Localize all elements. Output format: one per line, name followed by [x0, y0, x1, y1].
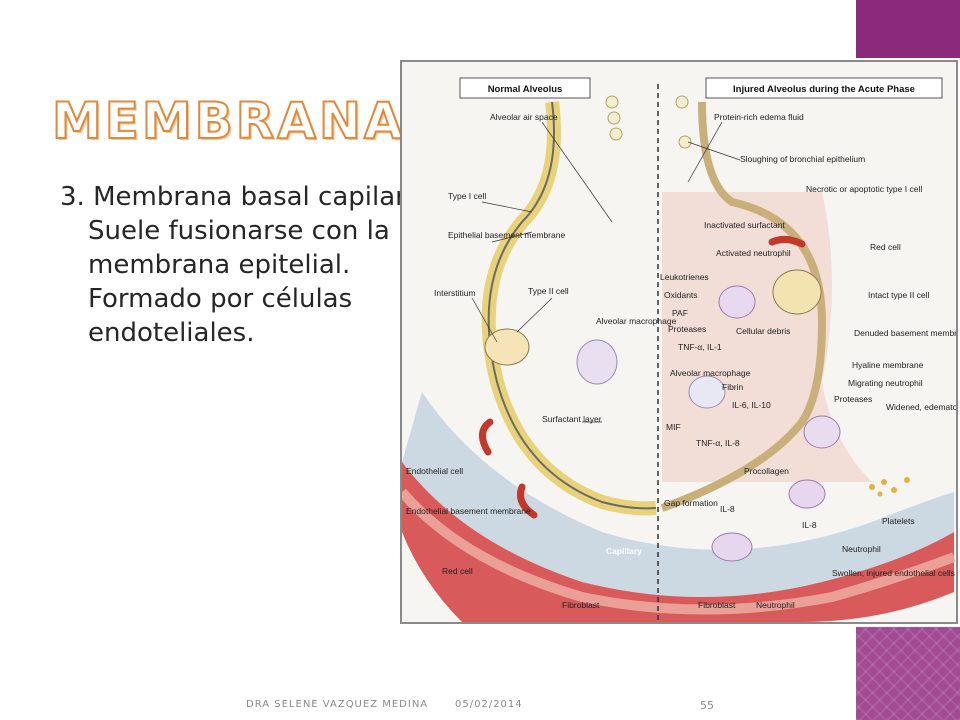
label-mif: MIF [666, 422, 681, 432]
label-leukotrienes: Leukotrienes [660, 272, 709, 282]
corner-decoration-bottom [856, 627, 960, 720]
footer-author: DRA SELENE VAZQUEZ MEDINA [246, 699, 429, 710]
label-endothelial-cell: Endothelial cell [406, 466, 463, 476]
label-cellular-debris: Cellular debris [736, 326, 790, 336]
label-il-6-il-10: IL-6, IL-10 [732, 400, 771, 410]
label-proteases-2: Proteases [834, 394, 872, 404]
label-epithelial-basement-membrane: Epithelial basement membrane [448, 230, 565, 240]
label-widened-interstitium: Widened, edematous interstitium [886, 402, 956, 412]
label-il-8-a: IL-8 [720, 504, 735, 514]
label-sloughing-bronchial-epithelium: Sloughing of bronchial epithelium [740, 154, 865, 164]
label-type-i-cell: Type I cell [448, 191, 486, 201]
label-tnf-il-1: TNF-α, IL-1 [678, 342, 722, 352]
alveolus-figure: Normal Alveolus Injured Alveolus during … [400, 60, 958, 624]
label-intact-type-ii-cell: Intact type II cell [868, 290, 930, 300]
page-number: 55 [700, 699, 714, 712]
figure-header-injured: Injured Alveolus during the Acute Phase [733, 84, 915, 95]
label-fibroblast-left: Fibroblast [562, 600, 600, 610]
label-paf: PAF [672, 308, 688, 318]
label-proteases-1: Proteases [668, 324, 706, 334]
label-interstitium: Interstitium [434, 288, 476, 298]
label-red-cell-left: Red cell [442, 566, 473, 576]
label-denuded-basement-membrane: Denuded basement membrane [854, 328, 956, 338]
label-neutrophil-2: Neutrophil [756, 600, 795, 610]
label-alveolar-macrophage-left: Alveolar macrophage [596, 316, 677, 326]
label-oxidants: Oxidants [664, 290, 698, 300]
corner-decoration-top [856, 0, 960, 58]
label-necrotic-type-i-cell: Necrotic or apoptotic type I cell [806, 184, 922, 194]
label-tnf-il-8: TNF-α, IL-8 [696, 438, 740, 448]
label-swollen-endothelial-cells: Swollen, injured endothelial cells [832, 568, 955, 578]
label-hyaline-membrane: Hyaline membrane [852, 360, 924, 370]
label-alveolar-macrophage-right: Alveolar macrophage [670, 368, 751, 378]
label-il-8-b: IL-8 [802, 520, 817, 530]
alveolus-illustration: Normal Alveolus Injured Alveolus during … [402, 77, 956, 622]
label-capillary: Capillary [606, 546, 642, 556]
label-platelets: Platelets [882, 516, 915, 526]
label-inactivated-surfactant: Inactivated surfactant [704, 220, 785, 230]
label-procollagen: Procollagen [744, 466, 789, 476]
label-migrating-neutrophil: Migrating neutrophil [848, 378, 923, 388]
label-surfactant-layer: Surfactant layer [542, 414, 602, 424]
label-red-cell-right: Red cell [870, 242, 901, 252]
label-fibroblast-right: Fibroblast [698, 600, 736, 610]
label-gap-formation: Gap formation [664, 498, 718, 508]
label-type-ii-cell: Type II cell [528, 286, 569, 296]
label-alveolar-air-space: Alveolar air space [490, 112, 558, 122]
label-neutrophil-1: Neutrophil [842, 544, 881, 554]
label-fibrin: Fibrin [722, 382, 744, 392]
slide-body-text: 3. Membrana basal capilar: Suele fusiona… [60, 182, 415, 348]
figure-header-normal: Normal Alveolus [488, 84, 563, 95]
label-endothelial-basement-membrane: Endothelial basement membrane [406, 506, 531, 516]
footer-date: 05/02/2014 [455, 699, 523, 710]
label-protein-rich-edema-fluid: Protein-rich edema fluid [714, 112, 804, 122]
slide-title: MEMBRANAS [51, 92, 445, 150]
label-activated-neutrophil: Activated neutrophil [716, 248, 791, 258]
